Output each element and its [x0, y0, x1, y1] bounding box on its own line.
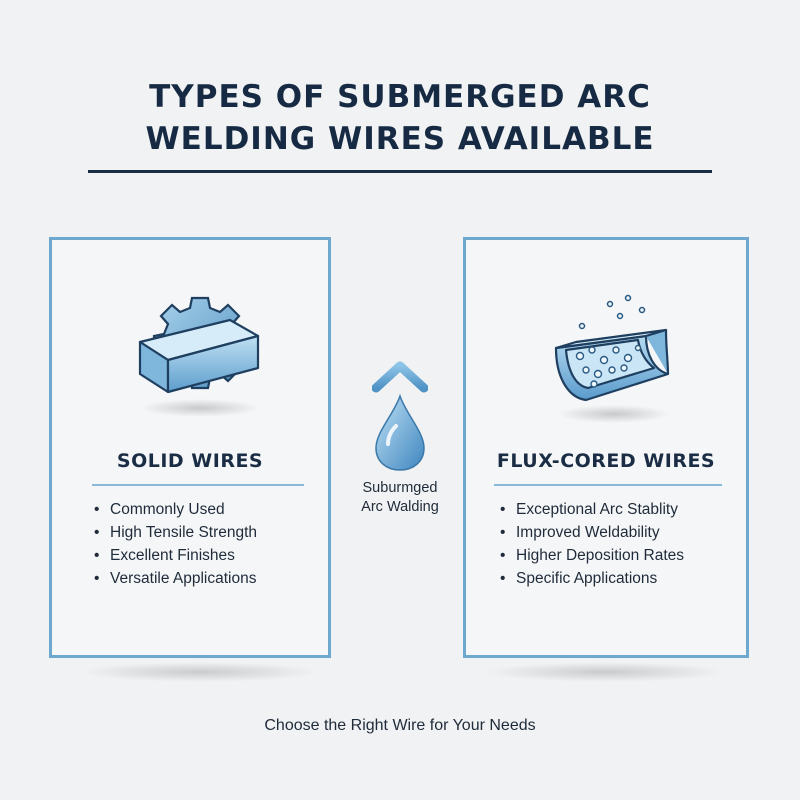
card-title-solid-wires: SOLID WIRES — [116, 450, 264, 472]
list-item: High Tensile Strength — [94, 521, 257, 544]
card-shadow — [485, 662, 725, 682]
page-title: TYPES OF SUBMERGED ARC WELDING WIRES AVA… — [0, 76, 800, 160]
card-divider — [92, 484, 304, 486]
list-item: Versatile Applications — [94, 567, 257, 590]
gear-and-bar-icon — [138, 296, 260, 417]
center-label-line-1: Suburmged — [362, 480, 438, 496]
list-item: Specific Applications — [500, 567, 684, 590]
flux-core-channel-icon — [554, 294, 670, 423]
flux-cored-wires-feature-list: Exceptional Arc Stablity Improved Weldab… — [500, 498, 684, 590]
list-item: Higher Deposition Rates — [500, 544, 684, 567]
title-line-2: WELDING WIRES AVAILABLE — [145, 121, 655, 157]
flux-cored-wires-card: FLUX-CORED WIRES Exceptional Arc Stablit… — [463, 237, 749, 658]
title-divider — [88, 170, 712, 173]
list-item: Commonly Used — [94, 498, 257, 521]
list-item: Improved Weldability — [500, 521, 684, 544]
chevron-up-icon — [372, 361, 428, 393]
solid-wires-card: SOLID WIRES Commonly Used High Tensile S… — [49, 237, 331, 658]
card-title-flux-cored-wires: FLUX-CORED WIRES — [496, 450, 716, 472]
water-drop-icon — [375, 393, 425, 471]
card-divider — [494, 484, 722, 486]
list-item: Exceptional Arc Stablity — [500, 498, 684, 521]
solid-wires-feature-list: Commonly Used High Tensile Strength Exce… — [94, 498, 257, 590]
card-shadow — [80, 662, 320, 682]
center-label-line-2: Arc Walding — [361, 499, 439, 515]
footer-tagline: Choose the Right Wire for Your Needs — [264, 717, 536, 734]
center-label: Suburmged Arc Walding — [340, 479, 460, 517]
title-line-1: TYPES OF SUBMERGED ARC — [149, 79, 651, 115]
list-item: Excellent Finishes — [94, 544, 257, 567]
